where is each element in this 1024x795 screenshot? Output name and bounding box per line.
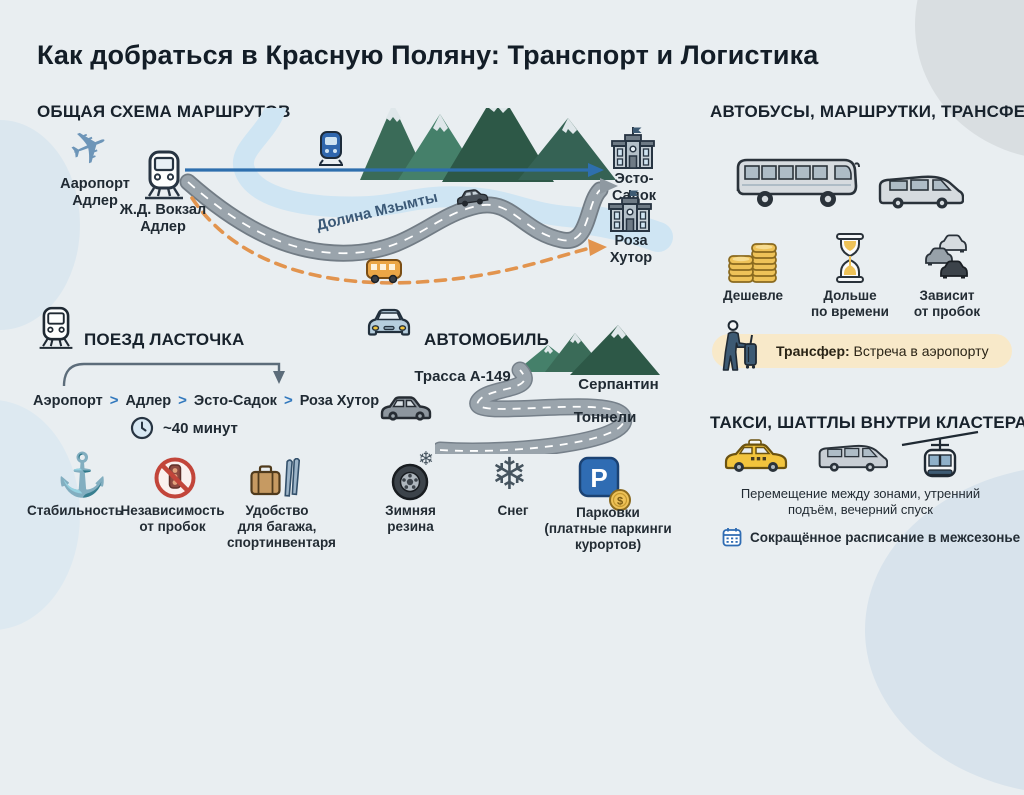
highway-label: Трасса А-149	[414, 368, 511, 385]
train-heading: ПОЕЗД ЛАСТОЧКА	[84, 330, 245, 350]
snowflake-icon: ❄	[491, 450, 528, 499]
stop-airport: Аэропорт	[33, 392, 103, 409]
taxi-icon	[724, 439, 788, 472]
parking-letter: P	[590, 463, 607, 493]
transfer-highlight-bar: Трансфер: Встреча в аэропорту	[712, 334, 1012, 368]
calendar-icon	[722, 528, 742, 547]
car-side-icon	[380, 396, 432, 421]
stop-esto-sadok: Эсто-Садок	[193, 392, 277, 409]
offseason-note-row: Сокращённое расписание в межсезонье	[722, 527, 1020, 547]
winter-tire-icon	[391, 463, 429, 501]
train-feature-label: Независимость от пробок	[120, 503, 225, 534]
railway-station-icon	[145, 150, 183, 200]
serpentine-label: Серпантин	[578, 376, 659, 393]
duration-row: ~40 минут	[130, 416, 238, 440]
car-front-icon	[367, 308, 411, 336]
bus-feature-label: Зависит от пробок	[913, 288, 981, 319]
stop-adler: Адлер	[125, 392, 172, 409]
background-blob-top-right	[915, 0, 1024, 160]
train-route-stops: Аэропорт > Адлер > Эсто-Садок > Роза Хут…	[33, 392, 379, 409]
car-feature-label: Парковки (платные паркинги курортов)	[544, 505, 672, 552]
train-feature-label: Удобство для багажа, спортинвентаря	[227, 503, 336, 550]
bus-route-dashed-arrow	[190, 196, 607, 285]
transfer-text: Встреча в аэропорту	[849, 343, 989, 359]
buses-heading: АВТОБУСЫ, МАРШРУТКИ, ТРАНСФЕР	[710, 102, 1024, 122]
cable-car-icon	[901, 430, 979, 478]
train-feature-label: Стабильность	[26, 503, 124, 518]
rail-route-arrow	[185, 163, 604, 177]
mountains-icon	[360, 108, 616, 182]
coin-symbol: $	[617, 496, 623, 508]
minibus-icon	[878, 175, 964, 209]
serpentine-road	[435, 361, 633, 454]
route-bracket-arrow	[62, 362, 285, 387]
car-heading: АВТОМОБИЛЬ	[424, 330, 550, 350]
snowflake-icon: ❄	[418, 449, 434, 470]
coach-bus-icon	[736, 158, 860, 207]
traveler-luggage-icon	[722, 320, 757, 371]
serpentine-road-canvas	[435, 325, 660, 454]
chevron-right-icon: >	[109, 392, 119, 409]
traffic-jam-icon	[925, 234, 968, 279]
mountains-icon	[515, 325, 660, 375]
car-feature-label: Снег	[497, 503, 529, 518]
taxi-description: Перемещение между зонами, утренний подъё…	[740, 486, 981, 517]
esto-sadok-building-icon	[611, 127, 655, 169]
roza-khutor-building-icon	[608, 190, 652, 232]
luggage-skis-icon	[250, 458, 300, 497]
road-route	[179, 173, 618, 262]
offseason-note: Сокращённое расписание в межсезонье	[750, 529, 1021, 545]
anchor-icon: ⚓	[56, 451, 109, 498]
stop-roza-khutor: Роза Хутор	[299, 392, 380, 409]
roza-khutor-label: Роза Хутор	[609, 233, 653, 266]
duration-label: ~40 минут	[163, 419, 238, 437]
airport-label: Ааропорт Адлер	[60, 176, 130, 209]
bus-feature-label: Дольше по времени	[811, 288, 889, 319]
bus-feature-label: Дешевле	[722, 288, 784, 303]
tunnels-label: Тоннели	[573, 409, 637, 426]
route-map-canvas: Долина Мзымты	[179, 108, 673, 285]
car-feature-label: Зимняя резина	[385, 503, 436, 534]
station-label: Ж.Д. Вокзал Адлер	[119, 202, 207, 235]
taxi-heading: ТАКСИ, ШАТТЛЫ ВНУТРИ КЛАСТЕРА	[710, 413, 1024, 433]
parking-icon: P $	[578, 456, 631, 511]
no-traffic-icon	[154, 457, 196, 499]
page-title: Как добраться в Красную Поляну: Транспор…	[37, 40, 819, 71]
chevron-right-icon: >	[178, 392, 187, 409]
coins-icon	[728, 243, 777, 283]
clock-icon	[130, 416, 154, 440]
bus-icon	[366, 259, 402, 284]
lastochka-train-icon	[39, 306, 73, 349]
shuttle-van-icon	[818, 444, 888, 472]
transfer-title: Трансфер:	[776, 343, 850, 359]
chevron-right-icon: >	[283, 392, 293, 409]
car-icon	[456, 189, 489, 207]
hourglass-icon	[836, 233, 864, 283]
train-icon	[319, 131, 343, 166]
scheme-heading: ОБЩАЯ СХЕМА МАРШРУТОВ	[37, 102, 291, 122]
